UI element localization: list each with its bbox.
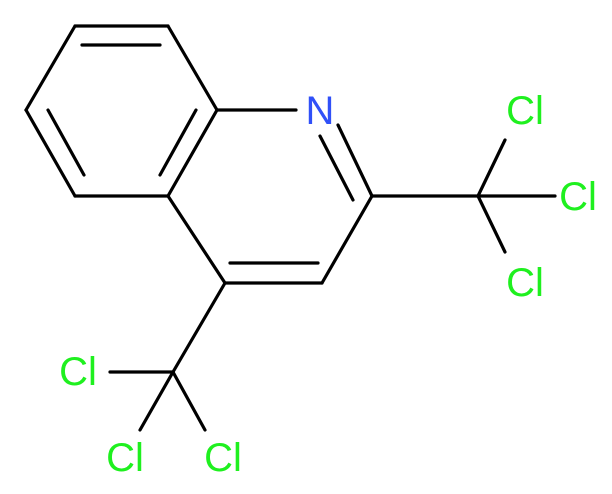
chlorine-atom-label: Cl (59, 350, 97, 394)
bond (166, 108, 219, 198)
bond-n-c2 (336, 123, 374, 198)
double-bond-n-c2 (318, 134, 355, 202)
bond (166, 24, 219, 112)
chlorine-atom-label: Cl (506, 261, 544, 305)
double-bond-inner (46, 108, 86, 177)
bond-c-cl (476, 138, 507, 198)
bond-c-cl (476, 194, 507, 254)
bond-c-cl (171, 370, 207, 432)
nitrogen-atom-label: N (306, 89, 335, 133)
bond-c-cl (138, 370, 175, 432)
bond-c4-c4a (166, 194, 227, 285)
chlorine-atom-label: Cl (204, 436, 242, 480)
double-bond-inner (158, 108, 198, 177)
pyridine-ring (166, 108, 374, 285)
bond (24, 24, 77, 112)
bond (24, 108, 77, 198)
bond-c4-ccl3 (171, 281, 227, 374)
chlorine-atom-label: Cl (559, 175, 597, 219)
chlorine-atom-label: Cl (506, 89, 544, 133)
trichloromethyl-group-c4 (108, 281, 227, 432)
chlorine-atom-label: Cl (106, 436, 144, 480)
benzene-ring (24, 24, 219, 198)
bond-c2-c3 (320, 194, 374, 285)
trichloromethyl-group-c2 (370, 138, 557, 254)
